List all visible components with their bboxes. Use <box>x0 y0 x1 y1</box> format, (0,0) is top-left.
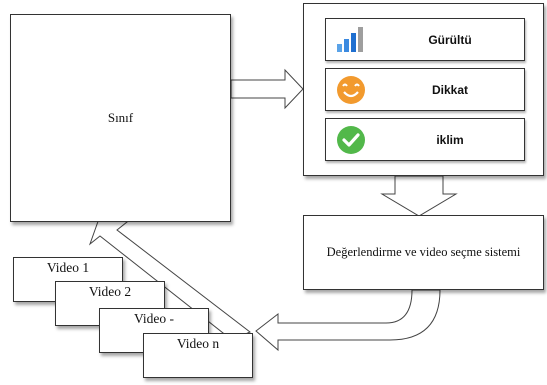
video-label: Video - <box>133 311 175 326</box>
classroom-box: Sınıf <box>10 14 231 222</box>
sensor-attention-label: Dikkat <box>431 82 469 97</box>
arrow-sensors-to-evaluation <box>380 175 458 217</box>
classroom-label: Sınıf <box>107 110 134 125</box>
checkmark-circle-icon <box>334 124 368 156</box>
sensor-climate: iklim <box>325 118 525 161</box>
smiley-face-icon <box>334 74 368 106</box>
signal-bars-icon <box>334 24 368 56</box>
sensor-attention: Dikkat <box>325 68 525 111</box>
video-card-n: Video n <box>143 333 253 378</box>
video-label: Video 1 <box>46 260 90 275</box>
sensor-noise: Gürültü <box>325 18 525 61</box>
evaluation-label: Değerlendirme ve video seçme sistemi <box>326 245 521 259</box>
sensor-noise-label: Gürültü <box>428 32 472 47</box>
arrow-evaluation-to-videos <box>255 289 441 352</box>
video-card-1: Video 1 <box>13 257 123 302</box>
video-label: Video 2 <box>88 284 132 299</box>
evaluation-system-box: Değerlendirme ve video seçme sistemi <box>303 215 544 290</box>
arrow-videos-to-classroom <box>88 212 251 341</box>
video-label: Video n <box>176 336 220 351</box>
sensor-climate-label: iklim <box>436 132 464 147</box>
arrow-classroom-to-sensors <box>230 68 304 110</box>
sensor-panel: Gürültü Dikkat iklim <box>303 3 544 176</box>
